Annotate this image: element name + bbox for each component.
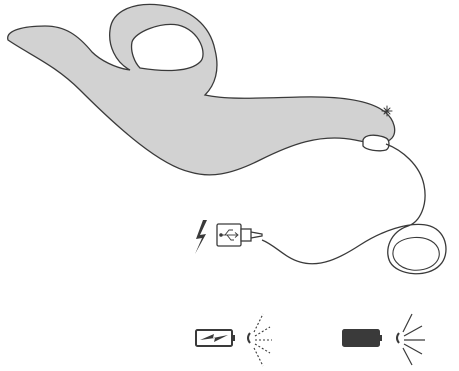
device-indicator-light-icon [381,105,393,117]
device-body [7,3,396,176]
charging-cable [261,143,447,275]
usb-plug-icon [216,223,263,247]
charging-cable-loop [392,236,440,271]
usb-symbol-icon [219,229,239,241]
charging-port [362,134,390,152]
indicator-light-icon [247,313,272,367]
charging-state [195,313,272,367]
charged-state [342,313,425,366]
lightning-bolt-icon [195,220,207,254]
indicator-light-icon [396,313,425,366]
battery-full-icon [342,329,382,347]
battery-charging-icon [195,329,235,347]
